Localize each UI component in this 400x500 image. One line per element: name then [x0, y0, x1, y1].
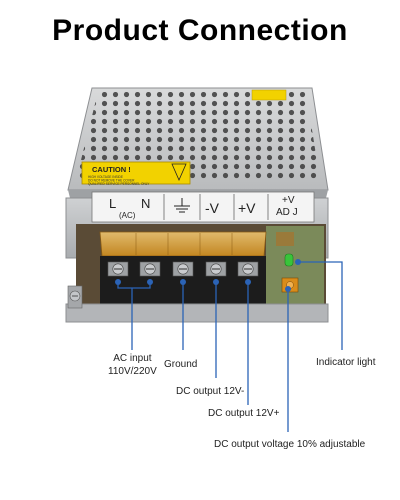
board-component: [276, 232, 294, 246]
leader-end-dots: [115, 259, 301, 292]
ground-symbol-icon: [174, 198, 190, 213]
terminal-screws: [107, 261, 259, 277]
label-dc-neg: DC output 12V-: [176, 386, 245, 397]
label-ac-input: AC input 110V/220V: [108, 352, 157, 378]
mounting-screw-icon: [67, 285, 83, 309]
label-dc-adjust: DC output voltage 10% adjustable: [214, 439, 366, 450]
label-dc-pos: DC output 12V+: [208, 408, 280, 419]
caution-line-2: DO NOT REMOVE THE COVER: [88, 179, 135, 183]
leader-lines: [117, 261, 343, 432]
label-ac-input-line2: 110V/220V: [108, 366, 157, 377]
terminal-label-plate: L N (AC) -V +V +V AD J: [91, 191, 315, 223]
terminal-screw-pos-v: [237, 261, 259, 277]
power-supply-unit: CAUTION ! HIGH VOLTAGE INSIDE DO NOT REM…: [65, 87, 329, 323]
terminal-shield: [99, 231, 267, 257]
dot-adjust: [285, 286, 291, 292]
terminal-label-l: L: [109, 196, 116, 211]
dot-indicator: [295, 259, 301, 265]
label-indicator: Indicator light: [316, 357, 376, 368]
page-title: Product Connection: [52, 14, 348, 47]
dot-ground: [180, 279, 186, 285]
bottom-chassis: [65, 303, 329, 323]
terminal-screw-neg-v: [205, 261, 227, 277]
terminal-screw-ground: [172, 261, 194, 277]
label-ac-input-line1: AC input: [113, 353, 152, 364]
terminal-label-neg-v: -V: [205, 200, 220, 216]
terminal-label-ac: (AC): [119, 211, 136, 220]
leader-indicator: [298, 261, 343, 350]
caution-line-3: QUALIFIED SERVICE PERSONNEL ONLY: [88, 182, 150, 186]
dot-l: [115, 279, 121, 285]
circuit-board: [266, 226, 324, 306]
top-sticker: [251, 89, 287, 101]
terminal-label-n: N: [141, 196, 150, 211]
caution-label: CAUTION ! HIGH VOLTAGE INSIDE DO NOT REM…: [81, 161, 191, 186]
dot-n: [147, 279, 153, 285]
indicator-led-icon: [284, 253, 294, 267]
caution-line-1: HIGH VOLTAGE INSIDE: [88, 175, 123, 179]
terminal-label-adj-top: +V: [282, 195, 295, 206]
caution-text: CAUTION !: [92, 165, 131, 174]
dot-pos: [245, 279, 251, 285]
terminal-label-adj-bottom: AD J: [276, 207, 298, 218]
terminal-screw-l: [107, 261, 129, 277]
terminal-label-pos-v: +V: [238, 200, 256, 216]
label-ground: Ground: [164, 359, 198, 370]
ventilation-holes: [76, 92, 320, 180]
terminal-screw-n: [139, 261, 161, 277]
dot-neg: [213, 279, 219, 285]
